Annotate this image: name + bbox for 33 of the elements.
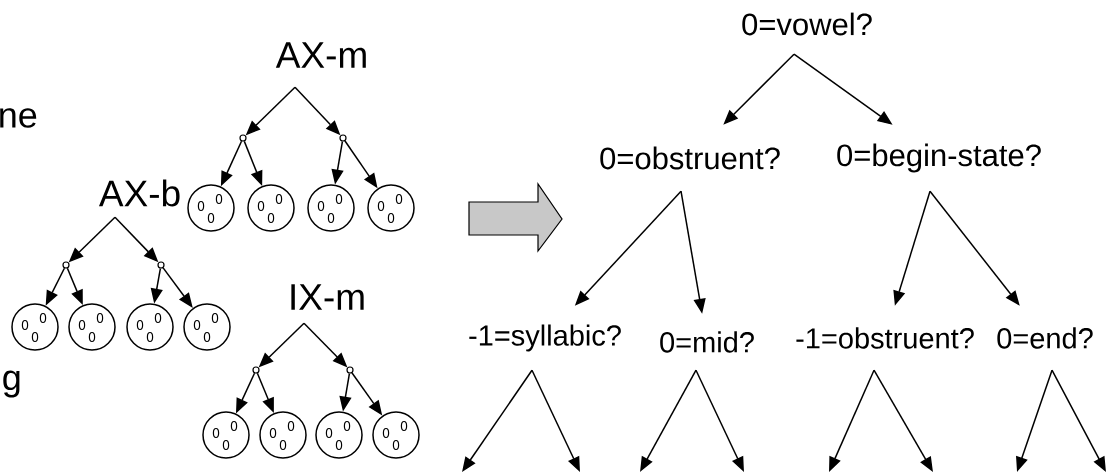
cropped-text: g (3, 370, 20, 398)
mixture-circle (367, 184, 415, 232)
branch-point (157, 261, 165, 269)
mixture-circle (307, 184, 355, 232)
mixture-circle (68, 303, 116, 351)
arrow (723, 53, 795, 125)
question-label: 0=begin-state? (837, 143, 1041, 173)
mixture-circle (11, 303, 59, 351)
question-label: 0=mid? (660, 331, 754, 353)
branch-point (62, 261, 70, 269)
question-label: AX-b (98, 179, 180, 207)
mixture-circle (126, 303, 174, 351)
mixture-circle (247, 184, 295, 232)
branch-point (252, 366, 260, 374)
question-label: IX-m (291, 284, 364, 310)
arrow (162, 267, 193, 308)
question-label: 0=end? (997, 327, 1093, 349)
arrow (462, 369, 533, 472)
cropped-text: ne (0, 108, 37, 128)
mixture-circle (187, 184, 235, 232)
mixture-circle (372, 411, 420, 459)
question-label: -1=syllabic? (469, 324, 621, 352)
question-label: 0=vowel? (742, 12, 872, 36)
mixture-circle (202, 411, 250, 459)
branch-point (346, 366, 354, 374)
question-label: AX-m (275, 42, 366, 68)
branch-point (339, 134, 347, 142)
mixture-circle (315, 411, 363, 459)
question-label: -1=obstruent? (796, 327, 974, 349)
branch-point (239, 134, 247, 142)
question-label: 0=obstruent? (600, 146, 780, 170)
mixture-circle (183, 303, 231, 351)
mixture-circle (259, 411, 307, 459)
